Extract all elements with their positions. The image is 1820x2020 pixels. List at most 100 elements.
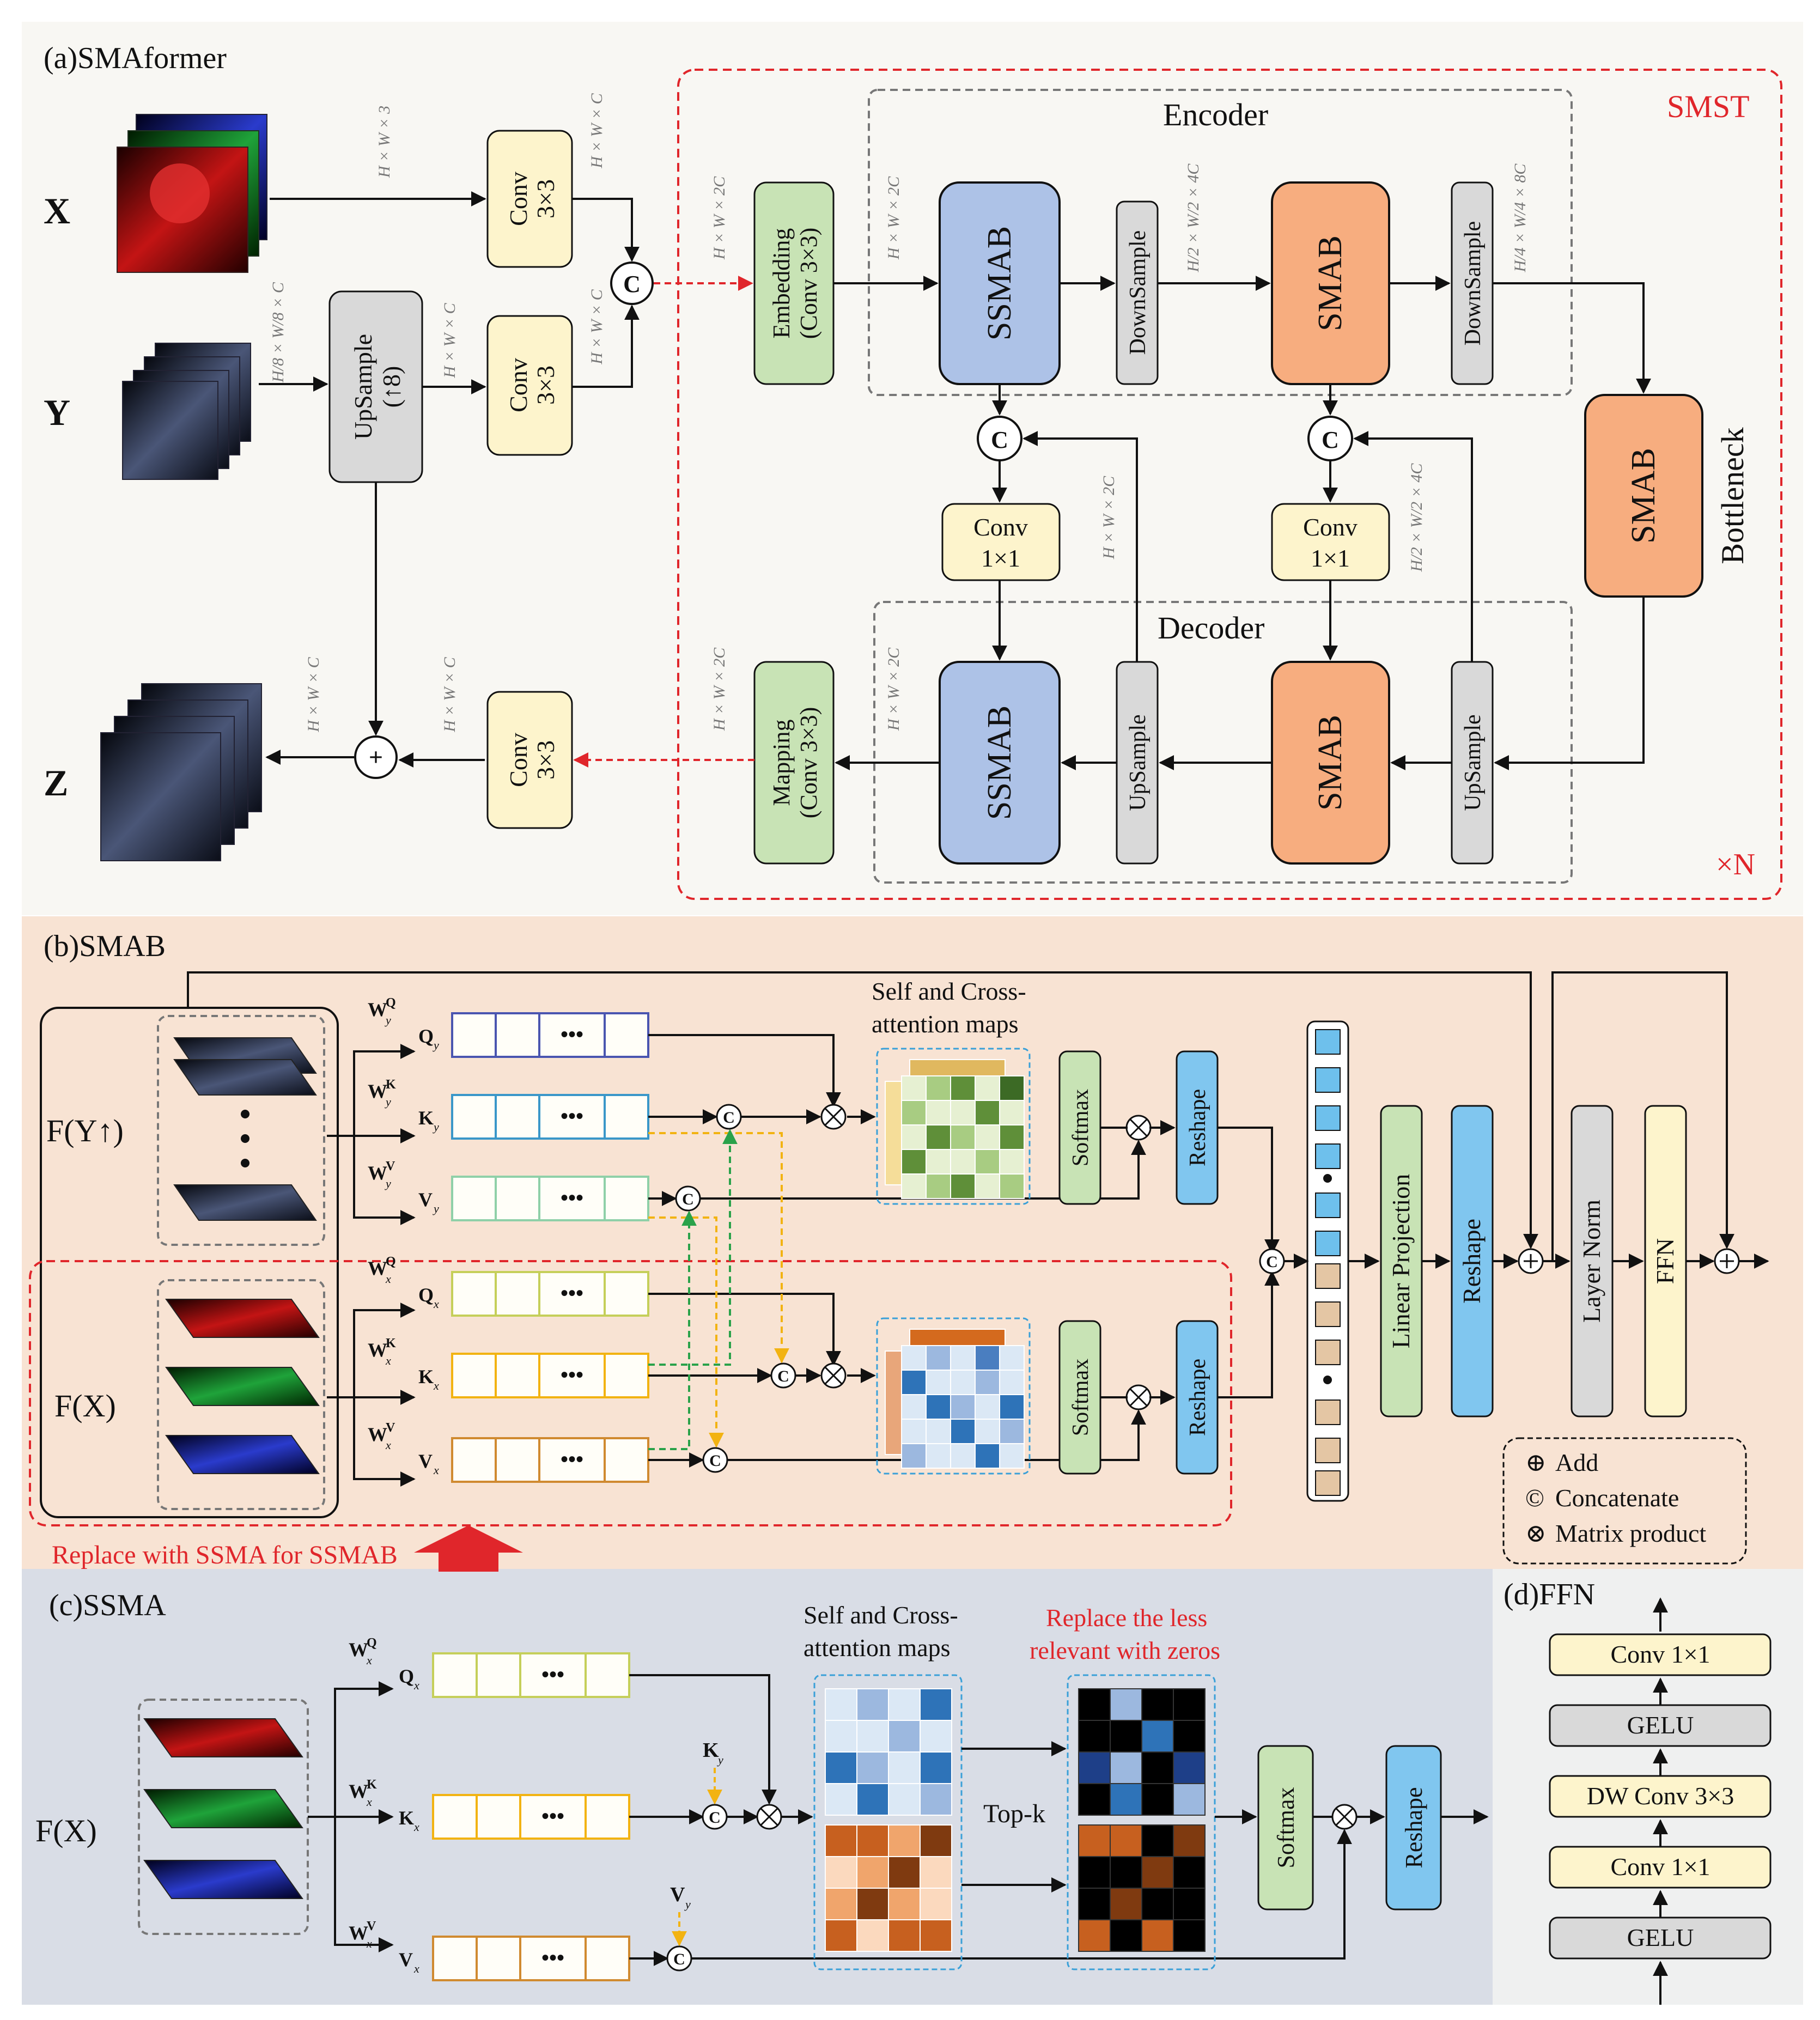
attention-cell <box>950 1394 976 1420</box>
ssma-cross-path <box>672 1768 722 1946</box>
token-x <box>1315 1470 1341 1496</box>
weight-subscript: x <box>385 1438 391 1452</box>
input-x-label: X <box>44 190 70 232</box>
attention-cell <box>888 1783 921 1816</box>
softmax-x-block: Softmax <box>1058 1320 1101 1475</box>
dim-label-map-in: H × W × 2C <box>710 647 728 731</box>
dim-label-embed-out: H × W × 2C <box>885 176 903 260</box>
svg-text:SSMAB: SSMAB <box>981 705 1018 820</box>
svg-text:Q: Q <box>399 1665 414 1687</box>
attention-cell <box>999 1443 1025 1469</box>
encoder-frame <box>868 89 1573 396</box>
downsample-2-block: DownSample <box>1451 181 1494 385</box>
attention-cell <box>1141 1888 1174 1920</box>
matmul-node <box>1125 1384 1152 1410</box>
fx-stack-frame <box>157 1279 325 1510</box>
dim-label-conv-x-out: H × W × C <box>588 93 606 168</box>
weight-subscript: x <box>385 1354 391 1367</box>
token-row-subscript: y <box>433 1038 439 1052</box>
attention-cell <box>1173 1919 1206 1952</box>
svg-text:1×1: 1×1 <box>981 544 1020 572</box>
attention-cell <box>950 1124 976 1150</box>
attention-cell <box>888 1751 921 1784</box>
weight-label: W <box>368 1162 387 1184</box>
attention-cell <box>901 1173 927 1199</box>
concat-node: C <box>770 1362 796 1389</box>
token-cell <box>604 1437 649 1483</box>
reshape-block: Reshape <box>1451 1105 1494 1417</box>
softmax-c-block: Softmax <box>1257 1745 1314 1911</box>
attention-cell <box>901 1345 927 1371</box>
token-row-subscript: y <box>433 1120 439 1134</box>
attention-cell <box>1078 1856 1111 1889</box>
weight-label: W <box>368 1257 387 1279</box>
panel-a-background <box>22 22 1803 915</box>
token-dots: ••• <box>561 1185 583 1210</box>
input-y-label: Y <box>44 392 70 433</box>
attention-cell <box>926 1100 951 1125</box>
attention-cell <box>999 1370 1025 1395</box>
svg-text:Softmax: Softmax <box>1068 1359 1093 1436</box>
legend-label: Add <box>1555 1449 1598 1476</box>
upsample-2-block: UpSample <box>1451 661 1494 865</box>
attention-cell <box>1173 1783 1206 1816</box>
legend-item: ⊗Matrix product <box>1525 1519 1706 1547</box>
attention-cell <box>920 1783 952 1816</box>
attention-cell <box>1141 1751 1174 1784</box>
token-row-label: Q <box>418 1284 434 1306</box>
legend-frame <box>1502 1437 1747 1565</box>
topk-map-blue <box>1078 1688 1206 1816</box>
attention-cell <box>1078 1888 1111 1920</box>
attention-cell <box>1110 1688 1142 1721</box>
attention-cell <box>926 1394 951 1420</box>
dim-label-x-in: H × W × 3 <box>375 106 393 178</box>
fx-label: F(X) <box>54 1388 116 1423</box>
attention-cell <box>920 1688 952 1721</box>
conv3x3-out-block: Conv 3×3 <box>486 691 573 829</box>
svg-text:Reshape: Reshape <box>1458 1219 1486 1304</box>
conv3x3-out-kernel: 3×3 <box>532 740 559 780</box>
matmul-node <box>756 1804 782 1830</box>
conv3x3-x-text: Conv <box>504 172 532 226</box>
attention-cell <box>999 1100 1025 1125</box>
attention-cell <box>975 1100 1000 1125</box>
attention-cell <box>825 1720 857 1753</box>
svg-text:DownSample: DownSample <box>1125 230 1151 355</box>
token-cell <box>585 1652 630 1698</box>
attention-cell <box>1110 1919 1142 1952</box>
svg-text:x: x <box>366 1795 372 1809</box>
svg-text:C: C <box>1322 427 1339 453</box>
ffn-layer-label: DW Conv 3×3 <box>1587 1782 1734 1810</box>
legend-item: ⊕Add <box>1525 1449 1598 1476</box>
attention-cell <box>975 1173 1000 1199</box>
ssmab-decoder-block: SSMAB <box>939 661 1061 865</box>
attention-cell <box>856 1824 889 1857</box>
weight-label: W <box>368 1080 387 1102</box>
dim-label-embed-in: H × W × 2C <box>710 176 728 260</box>
matmul-node <box>1125 1115 1152 1141</box>
svg-text:V: V <box>367 1919 376 1933</box>
attention-cell <box>856 1751 889 1784</box>
conv3x3-x-block: Conv 3×3 <box>486 130 573 268</box>
svg-text:W: W <box>349 1922 368 1944</box>
attention-cell <box>901 1149 927 1175</box>
svg-text:+: + <box>369 743 383 771</box>
token-y <box>1315 1143 1341 1169</box>
attention-cell <box>856 1688 889 1721</box>
attention-cell <box>888 1856 921 1889</box>
attention-cell <box>950 1100 976 1125</box>
fy-feature-stack <box>173 1037 317 1221</box>
svg-text:SMAB: SMAB <box>1312 715 1349 811</box>
attention-cell <box>1173 1824 1206 1857</box>
attention-cell <box>888 1824 921 1857</box>
conv3x3-y-block: Conv 3×3 <box>486 315 573 456</box>
weight-label: W <box>368 1423 387 1445</box>
token-dots: ••• <box>561 1362 583 1387</box>
attention-cell <box>950 1173 976 1199</box>
smst-label: SMST <box>1667 89 1750 124</box>
